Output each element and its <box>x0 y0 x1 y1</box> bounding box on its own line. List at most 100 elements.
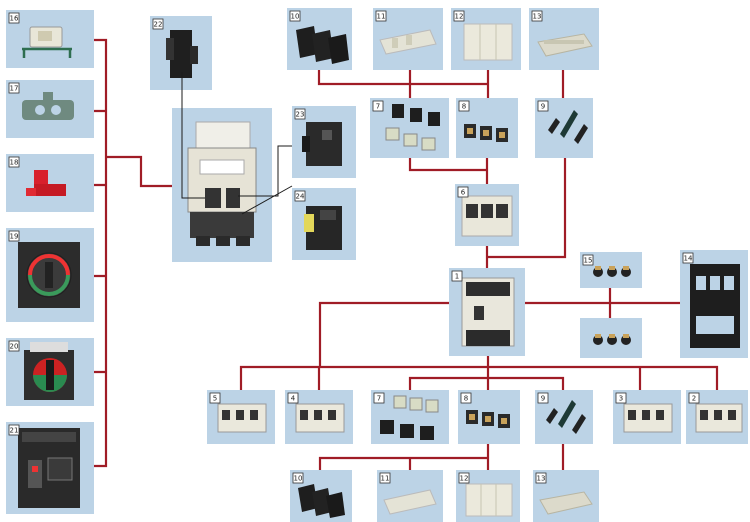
badge-box <box>458 100 470 112</box>
badge-label: 22 <box>154 21 163 29</box>
connector-lines <box>94 38 719 470</box>
terminal-cover-long-icon <box>465 483 513 517</box>
badge-box <box>537 392 549 404</box>
badge-label: 7 <box>376 103 380 111</box>
box-terminals-icon <box>464 124 508 142</box>
badge-label: 6 <box>461 189 466 197</box>
badge-box <box>682 252 694 264</box>
badge-box <box>294 108 306 120</box>
badge-label: 8 <box>464 395 468 403</box>
badge-11: 11 <box>375 10 387 22</box>
badge-box <box>287 392 299 404</box>
badge-label: 11 <box>377 13 386 21</box>
badge-box <box>372 100 384 112</box>
rotary-handle-front-icon <box>18 242 80 308</box>
badge-box <box>373 392 385 404</box>
badge-21: 21 <box>8 424 20 436</box>
part-21[interactable] <box>6 422 94 514</box>
plug-in-base-icon <box>690 264 740 348</box>
breaker-accessory-clip-icon <box>22 26 72 58</box>
badge-7b: 7 <box>373 392 385 404</box>
connector-1-horizontal <box>318 288 680 367</box>
badge-box <box>294 190 306 202</box>
auxiliary-contact-black-icon <box>166 30 198 78</box>
badge-label: 8 <box>462 103 466 111</box>
badge-box <box>615 392 627 404</box>
part-16[interactable] <box>6 10 94 68</box>
padlock-plate-icon <box>22 92 74 120</box>
badge-label: 18 <box>10 159 19 167</box>
motor-operator-icon <box>18 428 80 508</box>
terminal-cover-flat-icon <box>537 33 593 57</box>
badge-16: 16 <box>8 12 20 24</box>
badge-13: 13 <box>531 10 543 22</box>
badge-label: 4 <box>291 395 296 403</box>
rear-stud-connectors-icon <box>548 110 588 144</box>
terminal-cover-short-icon <box>383 489 437 515</box>
badge-box <box>8 424 20 436</box>
badge-box <box>289 10 301 22</box>
badge-13b: 13 <box>535 472 547 484</box>
badge-label: 10 <box>294 475 303 483</box>
badge-10: 10 <box>289 10 301 22</box>
badge-2: 2 <box>688 392 700 404</box>
part-17[interactable] <box>6 80 94 138</box>
part-18[interactable] <box>6 154 94 212</box>
phase-barrier-black-icon <box>298 484 345 518</box>
badge-label: 24 <box>296 193 305 201</box>
badge-box <box>582 254 594 266</box>
badge-box <box>457 186 469 198</box>
part-15-lower[interactable] <box>580 318 642 358</box>
badge-9b: 9 <box>537 392 549 404</box>
badge-box <box>451 270 463 282</box>
terminal-cover-flat-icon <box>539 491 593 515</box>
badge-box <box>537 100 549 112</box>
moulded-case-breaker-icon <box>461 277 515 347</box>
badge-box <box>292 472 304 484</box>
badge-label: 15 <box>584 257 593 265</box>
part-20[interactable] <box>6 338 94 406</box>
badge-20: 20 <box>8 340 20 352</box>
shunt-trip-icon <box>304 206 342 250</box>
badge-9: 9 <box>537 100 549 112</box>
badge-8: 8 <box>458 100 470 112</box>
badge-label: 16 <box>10 15 19 23</box>
part-main-breaker[interactable] <box>172 108 272 262</box>
badge-label: 12 <box>455 13 464 21</box>
badge-label: 12 <box>460 475 469 483</box>
part-1[interactable] <box>449 268 525 356</box>
badge-8b: 8 <box>460 392 472 404</box>
badge-label: 13 <box>537 475 546 483</box>
badge-box <box>453 10 465 22</box>
part-19[interactable] <box>6 228 94 322</box>
part-14[interactable] <box>680 250 748 358</box>
part-8-top[interactable] <box>456 98 518 158</box>
leader-lines <box>181 72 293 215</box>
badge-label: 13 <box>533 13 542 21</box>
rotary-handle-mounted-icon <box>24 342 74 400</box>
badge-4: 4 <box>287 392 299 404</box>
breaker-variant-4-icon <box>295 403 345 433</box>
connector-top-covers <box>317 70 490 98</box>
badge-label: 23 <box>296 111 305 119</box>
badge-label: 1 <box>455 273 459 281</box>
badge-box <box>8 12 20 24</box>
badge-label: 7 <box>377 395 381 403</box>
part-12-bottom[interactable] <box>456 470 520 522</box>
badge-1: 1 <box>451 270 463 282</box>
breaker-variant-3-icon <box>623 403 673 433</box>
badge-label: 20 <box>10 343 19 351</box>
badge-14: 14 <box>682 252 694 264</box>
badge-7: 7 <box>372 100 384 112</box>
connector-bottom-bus <box>239 356 719 390</box>
badge-22: 22 <box>152 18 164 30</box>
badge-box <box>8 82 20 94</box>
breaker-variant-5-icon <box>217 403 267 433</box>
badge-19: 19 <box>8 230 20 242</box>
badge-18: 18 <box>8 156 20 168</box>
connector-terminals-to-6 <box>408 158 567 268</box>
badge-label: 21 <box>10 427 19 435</box>
rear-stud-connectors-icon <box>546 400 586 434</box>
plug-in-contacts-icon <box>593 266 631 277</box>
